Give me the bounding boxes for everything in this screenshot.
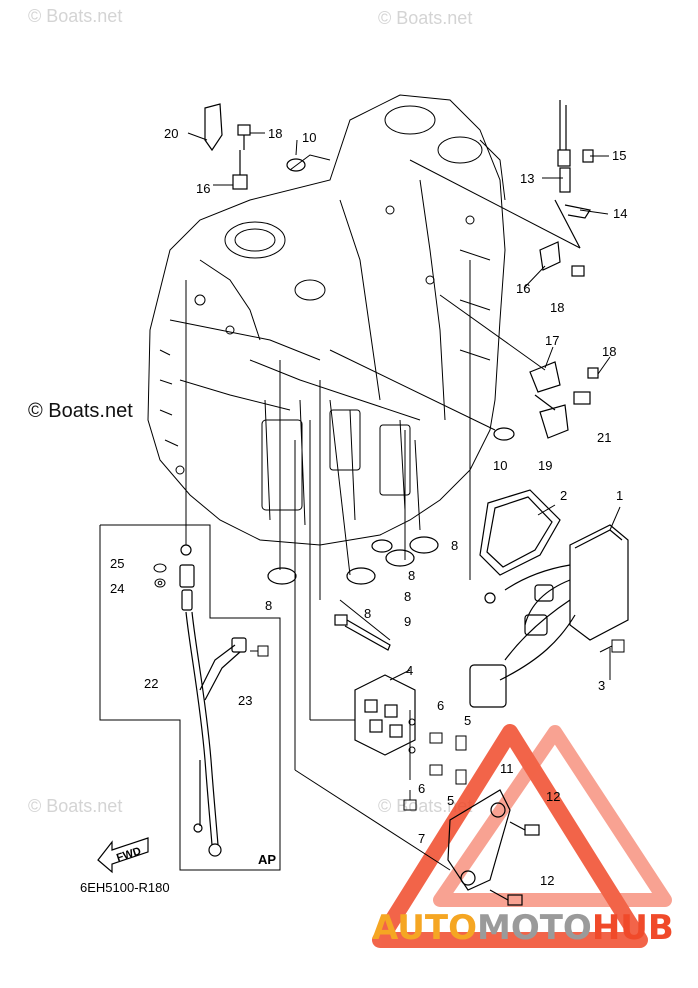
callout-15: 15	[612, 148, 626, 163]
callout-12b: 12	[540, 873, 554, 888]
callout-1: 1	[616, 488, 623, 503]
part-23-bolt	[250, 645, 269, 657]
watermark-top-left: © Boats.net	[28, 6, 123, 26]
diagram-code: 6EH5100-R180	[80, 880, 170, 895]
callout-4: 4	[406, 663, 413, 678]
callout-5b: 5	[447, 793, 454, 808]
part-10-clamps	[286, 158, 515, 441]
parts-5-6-7-fasteners	[403, 718, 467, 811]
part-8-clamps	[267, 536, 439, 585]
callout-25: 25	[110, 556, 124, 571]
fwd-arrow-icon: FWD	[97, 837, 149, 874]
callout-16b: 16	[516, 281, 530, 296]
leader-lines	[187, 132, 621, 871]
callout-8a: 8	[265, 598, 272, 613]
brand-triangle-logo	[372, 724, 672, 948]
callout-10b: 10	[493, 458, 507, 473]
callout-6a: 6	[437, 698, 444, 713]
callout-10a: 10	[302, 130, 316, 145]
parts-17-19-21	[529, 361, 599, 439]
inset-box	[99, 280, 281, 871]
callout-2: 2	[560, 488, 567, 503]
part-11-cover	[447, 789, 540, 906]
watermark-top-center: © Boats.net	[378, 8, 473, 28]
callout-8b: 8	[364, 606, 371, 621]
callout-5a: 5	[464, 713, 471, 728]
brand-part-3: HUB	[591, 908, 674, 948]
callout-17: 17	[545, 333, 559, 348]
part-3-bolt	[599, 639, 625, 653]
callout-3: 3	[598, 678, 605, 693]
callout-12a: 12	[546, 789, 560, 804]
watermark-bottom-left: © Boats.net	[28, 796, 123, 816]
callout-19: 19	[538, 458, 552, 473]
part-9-cable-tie	[334, 614, 391, 651]
brand-logo: AUTOMOTOHUB	[372, 908, 674, 948]
part-2-gasket	[479, 489, 561, 576]
watermark-bottom-center: © Boats.net	[378, 796, 473, 816]
part-4-relay	[354, 674, 416, 756]
washers-24-25	[153, 563, 167, 588]
parts-16-18-20	[204, 103, 251, 190]
brand-part-1: AUTO	[372, 908, 477, 948]
part-22-battery-cable	[179, 544, 247, 857]
callout-numbers: 1 2 3 4 5 5 6 6 7 8 8 8 8 8 9 10 10 11 1…	[110, 126, 627, 888]
callout-11: 11	[500, 761, 514, 776]
callout-7: 7	[418, 831, 425, 846]
callout-22: 22	[144, 676, 158, 691]
callout-14: 14	[613, 206, 627, 221]
callout-18c: 18	[602, 344, 616, 359]
callout-8d: 8	[451, 538, 458, 553]
callout-18b: 18	[550, 300, 564, 315]
parts-13-14-15-sensor	[539, 100, 594, 277]
callout-8e: 8	[408, 568, 415, 583]
callout-18a: 18	[268, 126, 282, 141]
callout-8c: 8	[404, 589, 411, 604]
callout-9: 9	[404, 614, 411, 629]
callout-24: 24	[110, 581, 124, 596]
callout-13: 13	[520, 171, 534, 186]
callout-20: 20	[164, 126, 178, 141]
watermark-left-mid: © Boats.net	[28, 400, 133, 422]
callout-23: 23	[238, 693, 252, 708]
part-1-cdi-unit	[469, 524, 629, 708]
callout-6b: 6	[418, 781, 425, 796]
brand-part-2: MOTO	[476, 908, 592, 948]
callout-16a: 16	[196, 181, 210, 196]
inset-label: AP	[258, 852, 276, 867]
callout-21: 21	[597, 430, 611, 445]
engine-block	[147, 94, 506, 546]
